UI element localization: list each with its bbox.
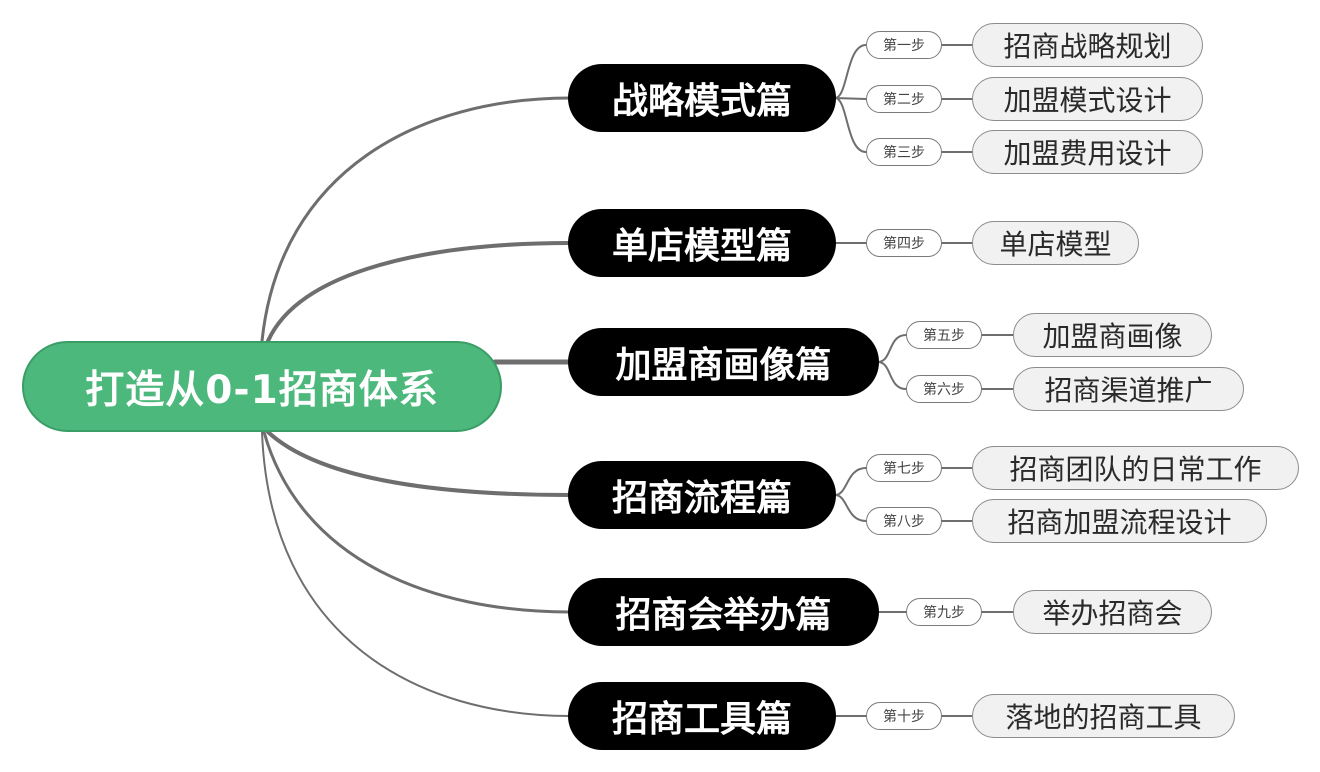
connector-root-branch-6 <box>261 431 571 717</box>
connector-root-branch-2 <box>266 241 572 343</box>
branch-conference[interactable]: 招商会举办篇 <box>568 578 879 646</box>
leaf-topic-8[interactable]: 招商加盟流程设计 <box>972 499 1267 543</box>
connector-branch1-fork <box>834 44 867 153</box>
step-label-7[interactable]: 第七步 <box>866 454 942 482</box>
leaf-topic-1[interactable]: 招商战略规划 <box>972 23 1203 67</box>
step-label-10[interactable]: 第十步 <box>866 702 942 730</box>
connector-branch3-fork <box>877 334 907 390</box>
leaf-topic-9[interactable]: 举办招商会 <box>1013 590 1212 634</box>
leaf-topic-10[interactable]: 落地的招商工具 <box>972 694 1235 738</box>
branch-process[interactable]: 招商流程篇 <box>568 461 836 529</box>
step-label-6[interactable]: 第六步 <box>906 375 982 403</box>
branch-single-store[interactable]: 单店模型篇 <box>568 209 836 277</box>
step-label-4[interactable]: 第四步 <box>866 229 942 257</box>
connector-branch4-fork <box>834 467 867 522</box>
leaf-topic-2[interactable]: 加盟模式设计 <box>972 77 1203 121</box>
step-label-8[interactable]: 第八步 <box>866 507 942 535</box>
branch-tools[interactable]: 招商工具篇 <box>568 682 836 750</box>
step-label-1[interactable]: 第一步 <box>866 31 942 59</box>
leaf-topic-6[interactable]: 招商渠道推广 <box>1013 367 1244 411</box>
root-topic[interactable]: 打造从0-1招商体系 <box>22 341 502 432</box>
step-label-2[interactable]: 第二步 <box>866 85 942 113</box>
step-label-3[interactable]: 第三步 <box>866 138 942 166</box>
branch-strategy[interactable]: 战略模式篇 <box>568 64 836 132</box>
connector-root-branch-1 <box>260 96 572 343</box>
leaf-topic-5[interactable]: 加盟商画像 <box>1013 313 1212 357</box>
leaf-topic-3[interactable]: 加盟费用设计 <box>972 130 1203 174</box>
step-label-5[interactable]: 第五步 <box>906 321 982 349</box>
branch-franchisee-profile[interactable]: 加盟商画像篇 <box>568 328 879 396</box>
leaf-topic-4[interactable]: 单店模型 <box>972 221 1139 265</box>
step-label-9[interactable]: 第九步 <box>906 598 982 626</box>
connector-root-branch-5 <box>262 430 572 614</box>
connector-root-branch-4 <box>266 430 572 497</box>
leaf-topic-7[interactable]: 招商团队的日常工作 <box>972 446 1299 490</box>
